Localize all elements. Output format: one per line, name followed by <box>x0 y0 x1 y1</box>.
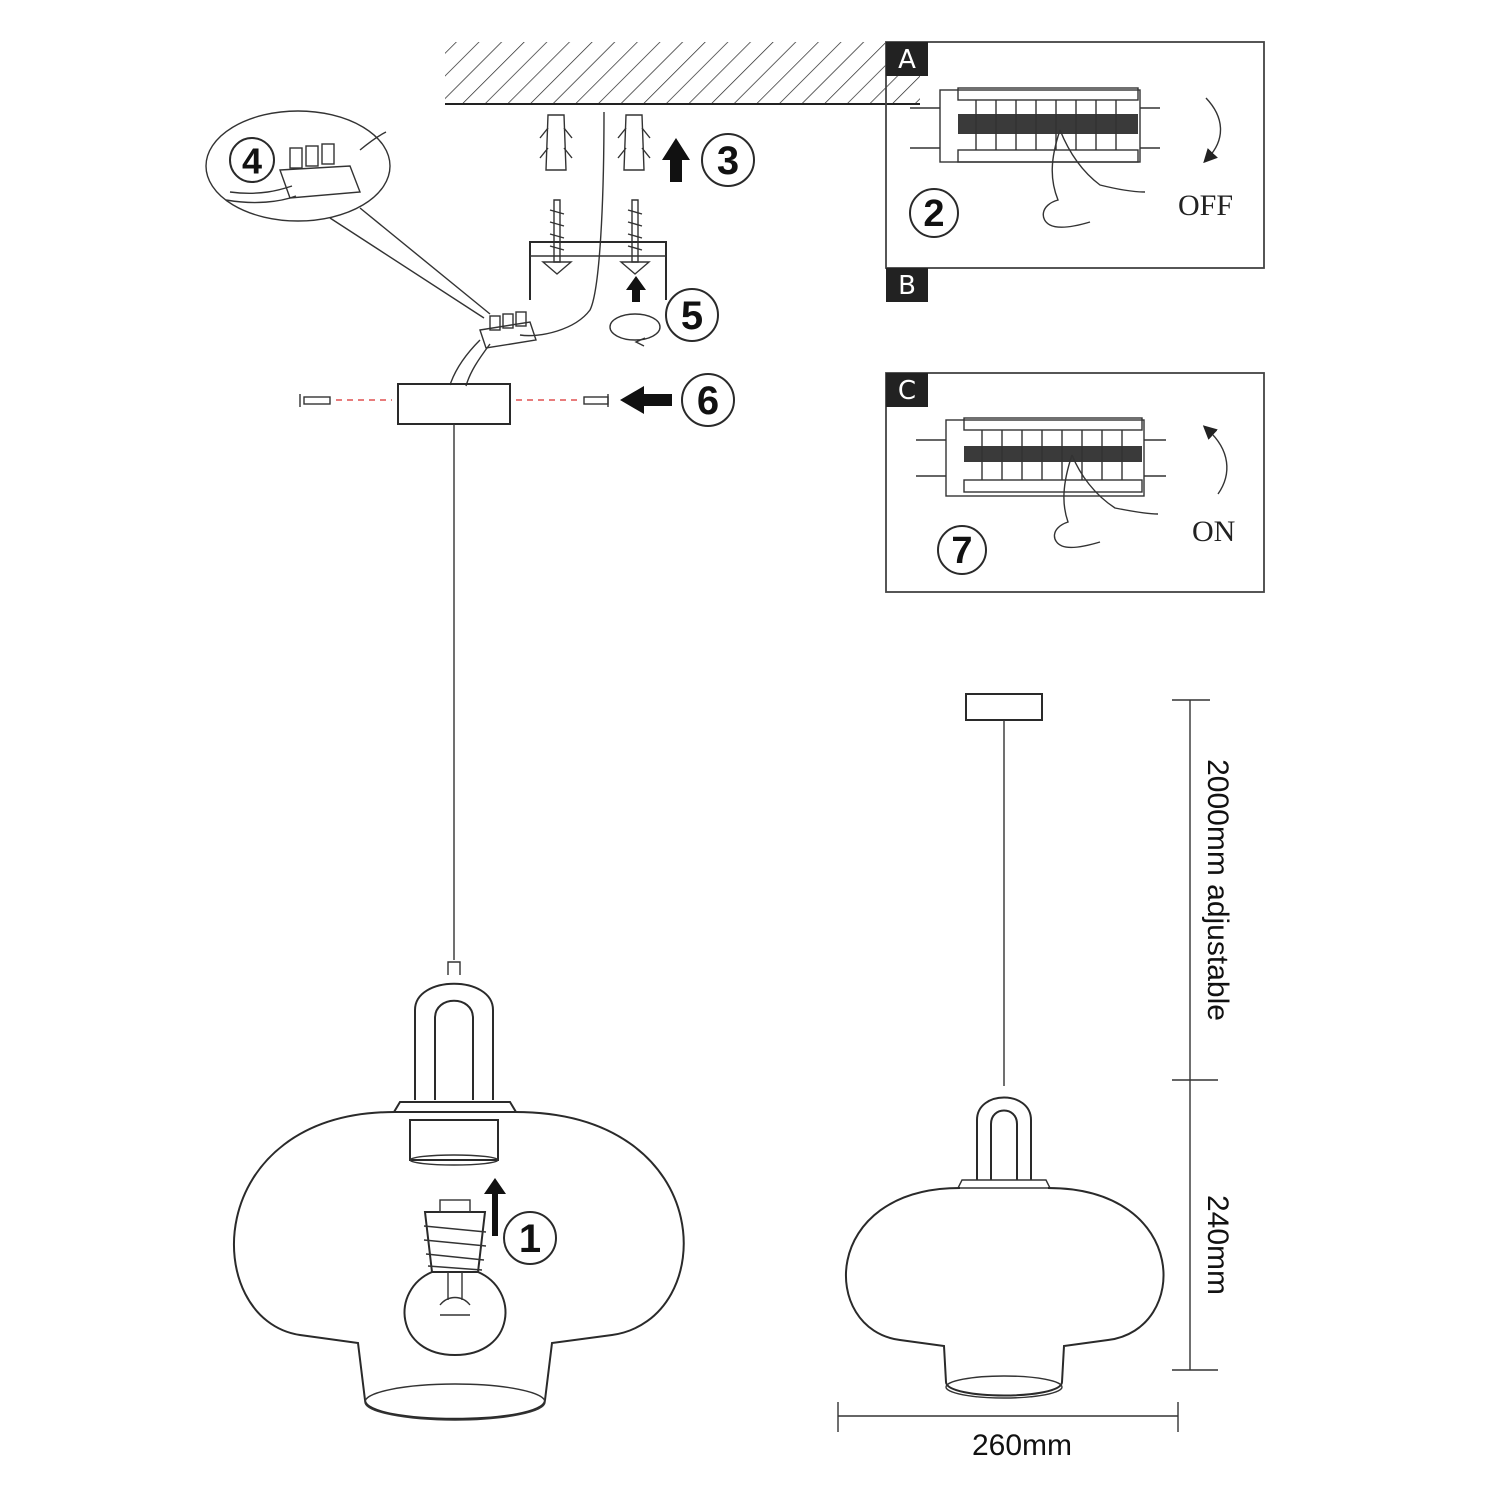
panel-c: C 7 ON <box>885 372 1265 593</box>
off-label: OFF <box>1178 189 1233 222</box>
vertical-dimension-line <box>1172 699 1218 1371</box>
panel-b-tag-box: B <box>886 268 928 302</box>
glass-shade <box>233 1111 685 1420</box>
step2-circle <box>909 188 959 238</box>
breaker-strip-c <box>916 417 1166 497</box>
step4-circle <box>229 137 275 183</box>
ceiling <box>445 42 920 105</box>
mounting-bracket <box>529 241 667 300</box>
shade-width-label: 260mm <box>972 1429 1072 1462</box>
step5-number: 5 <box>681 294 703 338</box>
canopy-screws <box>299 394 609 407</box>
light-bulb <box>403 1199 507 1357</box>
step6-arrow <box>620 386 672 414</box>
screws <box>541 199 651 275</box>
supply-wire <box>519 111 605 337</box>
cable-length-label: 2000mm adjustable <box>1201 759 1234 1021</box>
step3-number: 3 <box>717 139 739 183</box>
hand-icon-c <box>1053 454 1159 549</box>
dim-shade-rim <box>945 1375 1063 1399</box>
panel-a: A 2 OFF <box>885 41 1265 269</box>
step7-circle <box>937 525 987 575</box>
wall-plugs <box>539 114 651 171</box>
step4-number: 4 <box>242 141 262 182</box>
shade-height-label: 240mm <box>1201 1195 1234 1295</box>
rotate-up-arrow-icon <box>1202 425 1228 495</box>
hand-icon <box>1042 129 1146 228</box>
step3-arrow <box>662 138 690 182</box>
step7-number: 7 <box>951 530 972 572</box>
terminal-block <box>449 311 537 387</box>
lamp-socket <box>409 1119 499 1166</box>
breaker-strip-a <box>910 87 1160 163</box>
rotate-down-arrow-icon <box>1203 97 1222 164</box>
horizontal-dimension-line <box>837 1402 1179 1432</box>
step1-circle <box>503 1211 557 1265</box>
pendant-holder <box>392 961 518 1113</box>
step6-number: 6 <box>697 379 719 423</box>
step2-number: 2 <box>923 193 944 235</box>
panel-a-tag: A <box>898 45 916 75</box>
step5-circle <box>665 288 719 342</box>
step3-circle <box>701 133 755 187</box>
step1-arrow <box>484 1178 506 1236</box>
step5-arrow <box>609 276 661 347</box>
dim-canopy <box>965 693 1043 721</box>
panel-b-tag: B <box>898 271 916 301</box>
dim-shade <box>845 1187 1165 1397</box>
shade-bottom-rim <box>364 1383 546 1421</box>
dim-holder <box>956 1096 1052 1189</box>
step4-callout <box>205 110 491 319</box>
canopy <box>397 383 511 425</box>
on-label: ON <box>1192 515 1235 548</box>
panel-c-tag: C <box>898 376 916 406</box>
step6-circle <box>681 373 735 427</box>
step1-number: 1 <box>519 1217 541 1261</box>
